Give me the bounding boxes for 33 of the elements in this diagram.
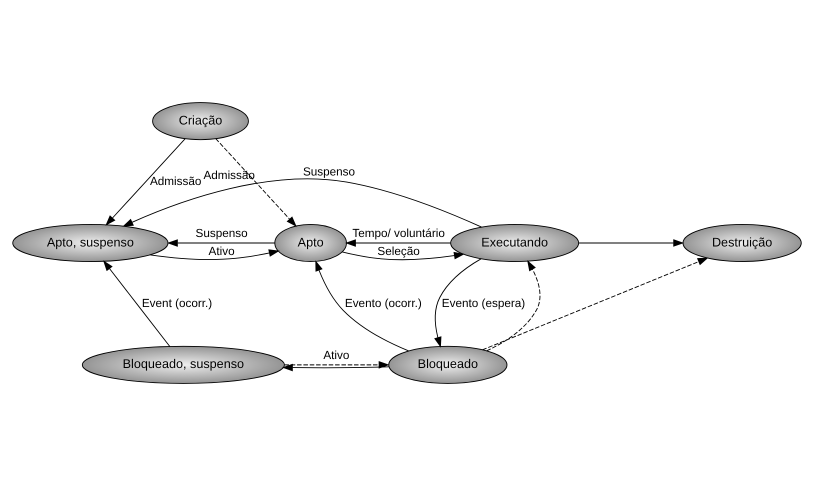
edge-label: Admissão: [150, 175, 202, 188]
edge-label: Evento (ocorr.): [344, 297, 422, 310]
node-ellipse: Bloqueado, suspenso: [82, 346, 285, 384]
arrow: [103, 260, 170, 347]
arrow: [105, 138, 186, 226]
edge-label: Tempo/ voluntário: [352, 227, 445, 240]
arrow: [345, 239, 451, 247]
edge-label: Suspenso: [302, 166, 356, 179]
arrow: [166, 239, 276, 247]
arrow: [482, 258, 708, 350]
arrow: [122, 178, 482, 228]
arrow: [150, 249, 280, 260]
edge-label: Seleção: [377, 245, 420, 258]
node-ellipse: Bloqueado: [388, 346, 508, 384]
node-ellipse: Apto, suspenso: [12, 224, 168, 262]
node-ellipse: Apto: [274, 224, 347, 262]
node-ellipse: Executando: [450, 224, 580, 262]
arrow: [434, 258, 482, 348]
arrow: [486, 260, 540, 352]
edge-label: Admissão: [203, 169, 255, 182]
arrow: [282, 364, 390, 372]
edge-label: Event (ocorr.): [142, 297, 212, 310]
arrow: [315, 260, 410, 352]
edge-label: Ativo: [323, 348, 350, 362]
node-ellipse: Criação: [152, 102, 249, 140]
arrow: [578, 239, 684, 247]
edge-label: Suspenso: [196, 227, 248, 240]
edge-label: Ativo: [208, 245, 235, 258]
arrow: [215, 138, 297, 227]
edge-label: Evento (espera): [442, 297, 526, 310]
arrow: [284, 361, 390, 369]
node-ellipse: Destruição: [682, 224, 802, 262]
arrow: [342, 251, 465, 260]
